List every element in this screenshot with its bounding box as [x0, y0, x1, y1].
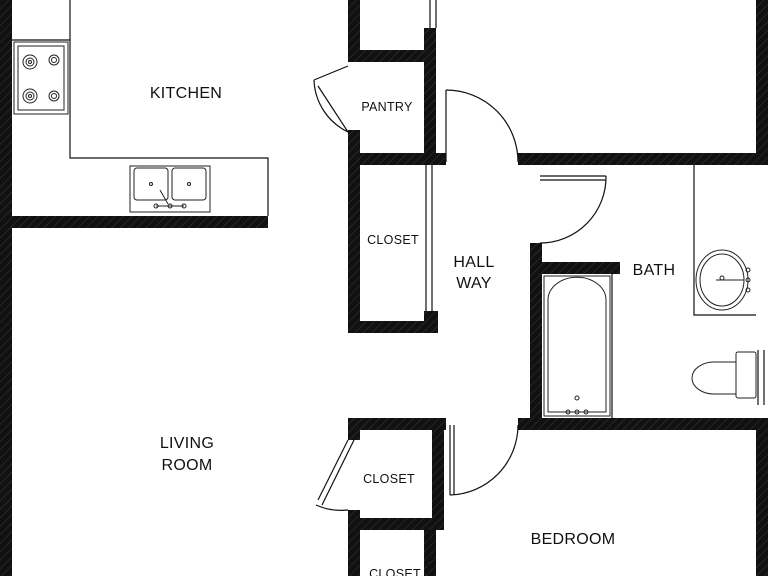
living-label-line1: LIVING	[160, 435, 214, 452]
living-label-line2: ROOM	[162, 457, 213, 474]
room-labels: KITCHEN PANTRY CLOSET HALL WAY BATH LIVI…	[150, 85, 676, 576]
bath-sink-icon	[695, 249, 751, 311]
pantry-bottom-wall	[348, 153, 446, 165]
closet-right-stub	[424, 311, 438, 333]
left-exterior-wall	[0, 0, 12, 576]
hallway-label-line2: WAY	[456, 275, 492, 292]
lower-closet-right-wall-2	[424, 518, 436, 576]
closet-bottom-label: CLOSET	[369, 567, 421, 576]
closet-bottom-wall	[348, 321, 438, 333]
pantry-left-wall-top	[348, 0, 360, 58]
closet-left-wall	[348, 153, 360, 333]
lower-closet-top-wall	[348, 418, 446, 430]
door-swing-icon	[313, 65, 607, 511]
bath-bottom-wall	[518, 418, 768, 430]
hallway-label-line1: HALL	[453, 254, 494, 271]
stove-icon	[13, 41, 69, 115]
double-sink-icon	[129, 165, 211, 213]
kitchen-living-wall	[0, 216, 268, 228]
bedroom-label: BEDROOM	[531, 531, 616, 548]
partitions	[12, 0, 765, 576]
right-exterior-wall	[756, 0, 768, 160]
bath-left-wall	[530, 262, 542, 430]
closet-lower-label: CLOSET	[363, 472, 415, 486]
closet-hall-label: CLOSET	[367, 233, 419, 247]
bath-label: BATH	[633, 262, 676, 279]
bath-top-wall	[518, 153, 768, 165]
pantry-right-wall	[424, 28, 436, 163]
toilet-icon	[691, 351, 757, 399]
right-exterior-wall-lower	[756, 425, 768, 576]
bathtub-icon	[543, 275, 611, 417]
bath-tub-divider	[530, 262, 620, 274]
lower-closet-mid-wall	[348, 518, 444, 530]
kitchen-label: KITCHEN	[150, 85, 222, 102]
pantry-label: PANTRY	[361, 100, 413, 114]
pantry-top-wall	[348, 50, 436, 62]
lower-closet-right-wall	[432, 418, 444, 528]
